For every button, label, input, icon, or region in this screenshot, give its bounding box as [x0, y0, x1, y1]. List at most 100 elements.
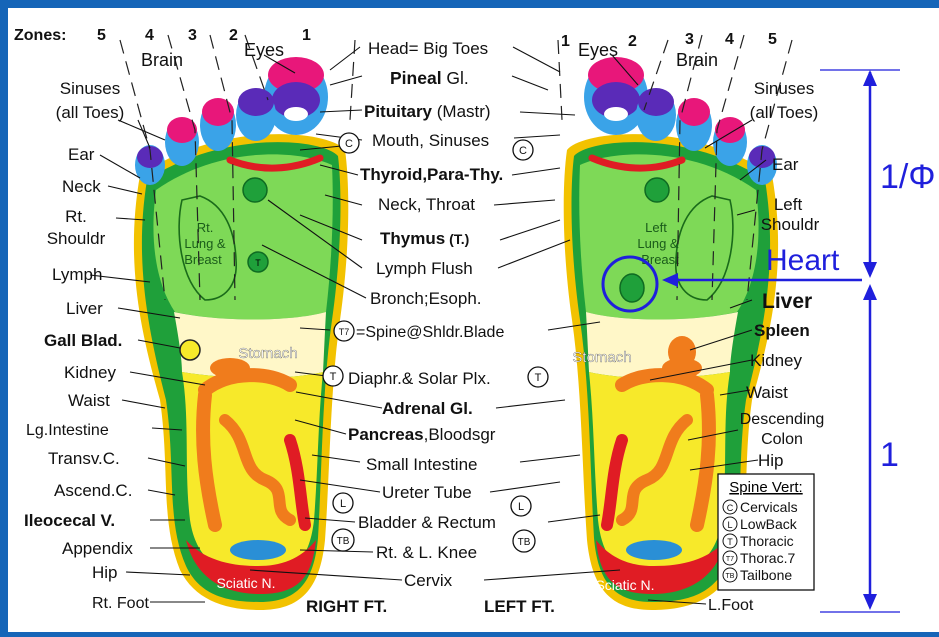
left-kidney-label: Kidney: [64, 363, 116, 382]
bladder-label: Bladder & Rectum: [358, 513, 496, 532]
thyroid-label: Thyroid,Para-Thy.: [360, 165, 503, 184]
left-ileocecal-label: Ileocecal V.: [24, 511, 115, 530]
cervix-label: Cervix: [404, 571, 453, 590]
left-sinuses-label-1: Sinuses: [60, 79, 120, 98]
left-ear-label: Ear: [68, 145, 95, 164]
zone-num-right-2: 2: [628, 33, 637, 50]
legend-title: Spine Vert:: [729, 479, 802, 496]
marker-t7: T7: [339, 327, 350, 337]
left-ascend-label: Ascend.C.: [54, 481, 132, 500]
descending-label-1: Descending: [740, 411, 825, 428]
left-shoulder-label-2: Shouldr: [47, 229, 106, 248]
right-shoulder-label-2: Shouldr: [761, 215, 820, 234]
ratio-scale: 1/Φ 1: [820, 70, 935, 612]
left-transv-label: Transv.C.: [48, 449, 120, 468]
zone-num-right-4: 4: [725, 31, 734, 48]
left-appendix-label: Appendix: [62, 539, 133, 558]
rt-lung-label-2: Lung &: [184, 236, 226, 251]
zones-label: Zones:: [14, 27, 66, 44]
right-waist-label: Waist: [746, 383, 788, 402]
right-eyes-label: Eyes: [578, 40, 618, 60]
marker-t-right: T: [535, 372, 542, 384]
bronch-label: Bronch;Esoph.: [370, 289, 482, 308]
left-waist-label: Waist: [68, 391, 110, 410]
marker-tb-right: TB: [518, 537, 531, 548]
legend-item-lowback: LowBack: [740, 516, 798, 532]
right-foot-label: L.Foot: [708, 597, 754, 614]
left-sciatic-label: Sciatic N.: [595, 577, 654, 593]
legend-sym-t7: T7: [726, 556, 734, 563]
neck-throat-label: Neck, Throat: [378, 195, 475, 214]
marker-tb-left: TB: [337, 536, 350, 547]
left-liver-label: Liver: [66, 299, 103, 318]
legend-item-tailbone: Tailbone: [740, 567, 792, 583]
right-kidney-label: Kidney: [750, 351, 802, 370]
rt-sciatic-label: Sciatic N.: [216, 575, 275, 591]
head-big-toes-label: Head= Big Toes: [368, 39, 488, 58]
right-foot-t-marker: T: [255, 258, 261, 268]
legend-item-cervicals: Cervicals: [740, 499, 798, 515]
diaphragm-label: Diaphr.& Solar Plx.: [348, 369, 491, 388]
left-lymph-label: Lymph: [52, 265, 102, 284]
left-shoulder-label-1: Rt.: [65, 207, 87, 226]
heart-label: Heart: [766, 244, 840, 277]
pineal-label: Pineal Gl.: [390, 68, 469, 88]
zone-num-left-4: 4: [145, 27, 154, 44]
left-hip-label: Hip: [92, 563, 118, 582]
zone-num-left-2: 2: [229, 27, 238, 44]
legend-item-thorac7: Thorac.7: [740, 550, 795, 566]
adrenal-label: Adrenal Gl.: [382, 399, 473, 418]
diagram-frame: T Rt. Lung & Breast Stomach Sciatic N. L…: [8, 8, 939, 632]
rt-lung-label-1: Rt.: [197, 220, 214, 235]
left-lg-intestine-label: Lg.Intestine: [26, 422, 109, 439]
marker-c-right: C: [519, 145, 527, 157]
ratio-top-label: 1/Φ: [880, 158, 935, 196]
left-sinuses-label-2: (all Toes): [56, 103, 125, 122]
spine-shoulder-label: =Spine@Shldr.Blade: [356, 324, 504, 341]
right-sinuses-label-1: Sinuses: [754, 79, 814, 98]
legend-sym-tb: TB: [726, 573, 735, 580]
left-gall-label: Gall Blad.: [44, 331, 122, 350]
zone-num-right-5: 5: [768, 31, 777, 48]
marker-t-left: T: [330, 371, 337, 383]
left-lung-label-1: Left: [645, 220, 667, 235]
ureter-label: Ureter Tube: [382, 483, 472, 502]
legend-sym-l: L: [727, 520, 732, 530]
marker-l-left: L: [340, 498, 346, 510]
pancreas-label: Pancreas,Bloodsgr: [348, 425, 496, 444]
thymus-label: Thymus (T.): [380, 229, 469, 248]
reflexology-diagram: T Rt. Lung & Breast Stomach Sciatic N. L…: [8, 8, 939, 632]
right-liver-label: Liver: [762, 290, 812, 313]
zone-num-left-5: 5: [97, 27, 106, 44]
left-brain-label: Brain: [141, 50, 183, 70]
right-shoulder-label-1: Left: [774, 195, 803, 214]
left-eyes-label: Eyes: [244, 40, 284, 60]
small-intestine-label: Small Intestine: [366, 455, 478, 474]
pituitary-label: Pituitary (Mastr): [364, 102, 491, 121]
legend-sym-t: T: [727, 537, 733, 547]
rt-stomach-label: Stomach: [238, 345, 297, 362]
descending-label-2: Colon: [761, 431, 803, 448]
right-brain-label: Brain: [676, 50, 718, 70]
zone-num-right-1: 1: [561, 33, 570, 50]
mouth-sinuses-label: Mouth, Sinuses: [372, 131, 489, 150]
marker-l-right: L: [518, 501, 524, 513]
legend-sym-c: C: [727, 503, 734, 513]
left-ft-label: LEFT FT.: [484, 597, 555, 616]
spleen-label: Spleen: [754, 321, 810, 340]
left-lung-label-2: Lung &: [637, 236, 679, 251]
right-ft-label: RIGHT FT.: [306, 597, 387, 616]
knee-label: Rt. & L. Knee: [376, 543, 477, 562]
lymph-flush-label: Lymph Flush: [376, 259, 473, 278]
right-ear-label: Ear: [772, 155, 799, 174]
zone-num-right-3: 3: [685, 31, 694, 48]
rt-lung-label-3: Breast: [184, 252, 222, 267]
marker-c-left: C: [345, 138, 353, 150]
ratio-bottom-label: 1: [880, 436, 899, 474]
right-hip-label: Hip: [758, 451, 784, 470]
left-foot-label: Rt. Foot: [92, 595, 149, 612]
right-foot: T Rt. Lung & Breast Stomach Sciatic N.: [134, 57, 348, 610]
spine-legend: Spine Vert: C Cervicals L LowBack T Thor…: [718, 474, 814, 590]
legend-item-thoracic: Thoracic: [740, 533, 794, 549]
zone-num-left-1: 1: [302, 27, 311, 44]
